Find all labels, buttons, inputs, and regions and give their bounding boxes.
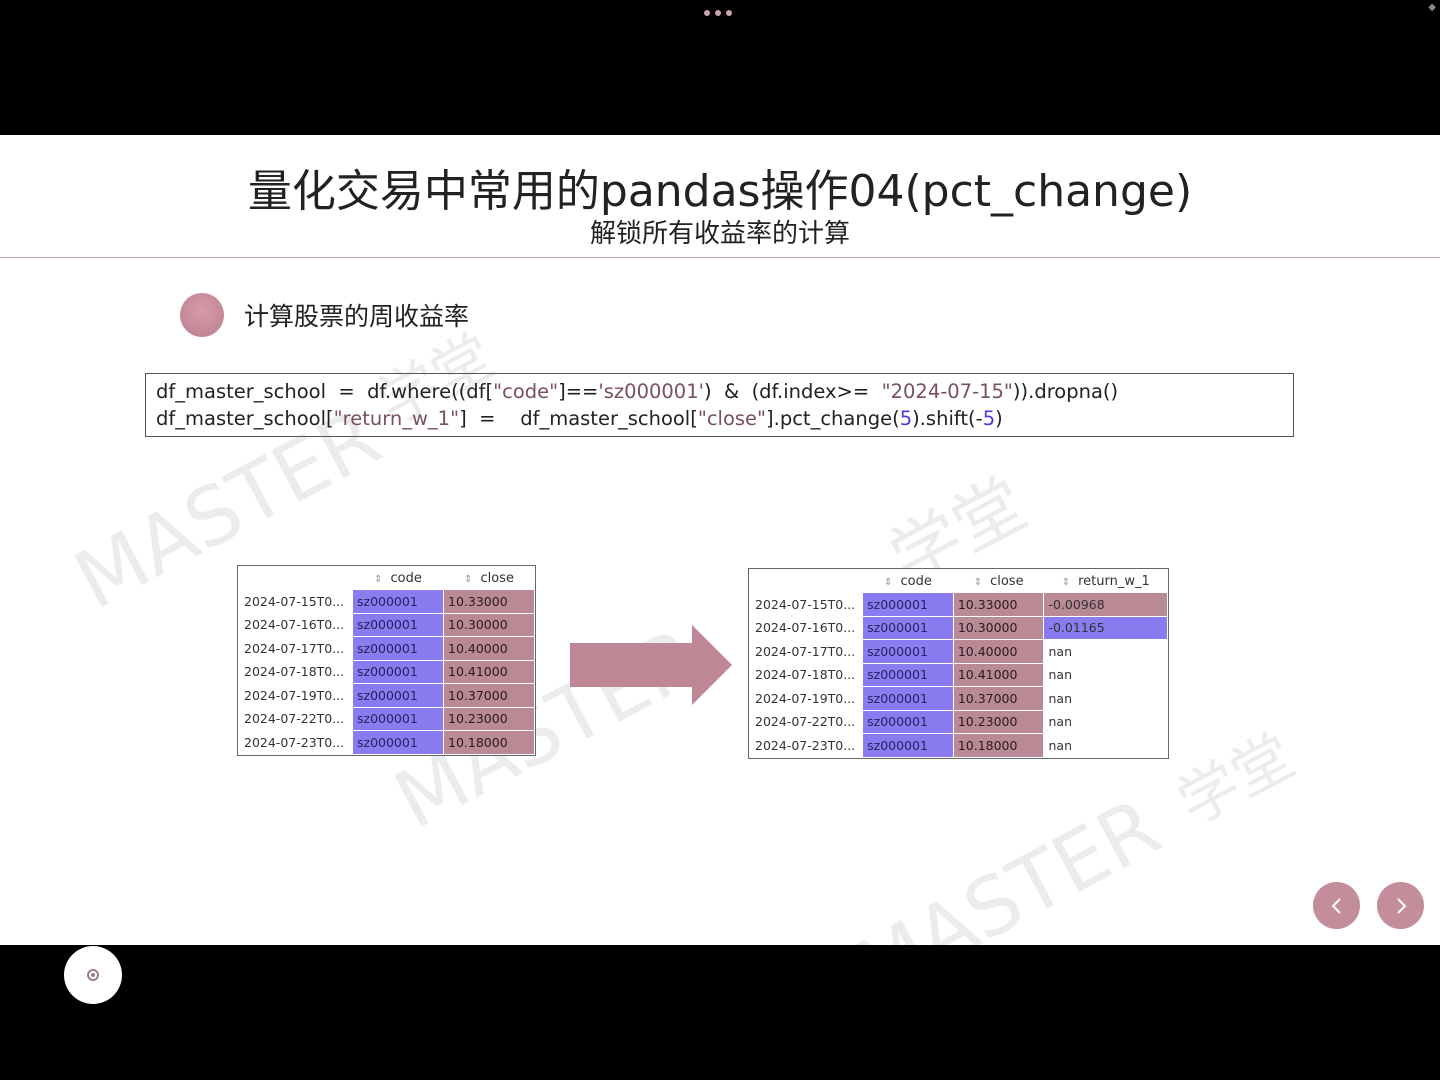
watermark: MASTER (840, 780, 1175, 945)
record-icon (87, 969, 99, 981)
column-header-code[interactable]: ⇕code (884, 573, 932, 589)
column-header-close[interactable]: ⇕close (464, 570, 514, 586)
column-header-close[interactable]: ⇕close (973, 573, 1024, 589)
column-header-return-w-1[interactable]: ⇕return_w_1 (1061, 573, 1150, 589)
code-line-2: df_master_school["return_w_1"] = df_mast… (156, 407, 1003, 430)
chevron-right-icon (1396, 897, 1406, 914)
chevron-left-icon (1331, 897, 1341, 914)
right-arrow-icon (570, 625, 732, 705)
bullet-circle-icon (180, 293, 224, 337)
watermark: 学堂 (1166, 721, 1306, 840)
slide: MASTER 学堂 MASTER 学堂 MASTER 学堂 量化交易中常用的pa… (0, 135, 1440, 945)
code-line-1: df_master_school = df.where((df["code"]=… (156, 380, 1119, 403)
column-header-code[interactable]: ⇕code (374, 570, 422, 586)
floating-record-button[interactable] (64, 946, 122, 1004)
code-block: df_master_school = df.where((df["code"]=… (145, 373, 1294, 437)
corner-icon: ◆ (1428, 2, 1436, 13)
next-slide-button[interactable] (1377, 882, 1424, 929)
slide-title: 量化交易中常用的pandas操作04(pct_change) (247, 166, 1193, 217)
bottom-black-bar (0, 945, 1440, 1080)
top-black-bar: ◆ (0, 0, 1440, 135)
dataframe-after: ⇕code ⇕close ⇕return_w_1 2024-07-15T0...… (748, 568, 1169, 759)
section-heading: 计算股票的周收益率 (244, 302, 470, 331)
slide-subtitle: 解锁所有收益率的计算 (589, 219, 850, 249)
more-dots-icon[interactable] (704, 10, 732, 16)
prev-slide-button[interactable] (1313, 882, 1360, 929)
title-divider (0, 257, 1440, 258)
